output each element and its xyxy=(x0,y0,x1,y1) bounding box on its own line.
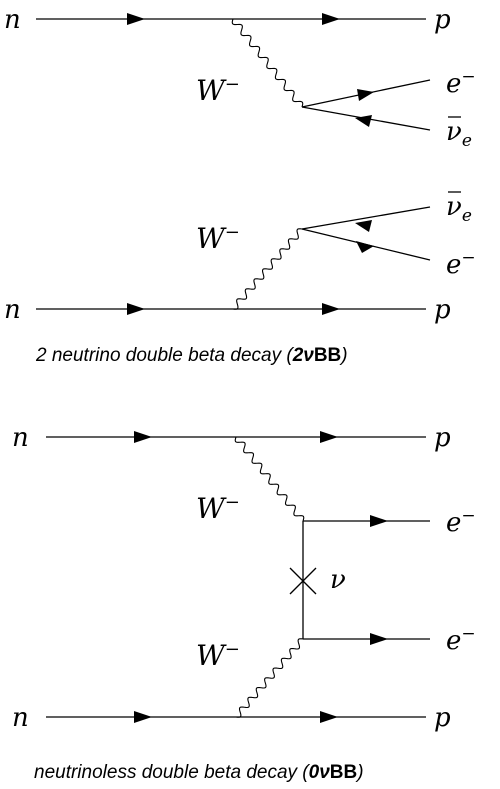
label-w-top: W− xyxy=(196,74,240,107)
label-e-bottom: e− xyxy=(446,624,476,656)
bottom-p-arrow-icon xyxy=(320,711,338,723)
bottom-n-arrow-icon xyxy=(134,711,152,723)
electron-top-arrow-icon xyxy=(357,89,374,101)
bottom-p-arrow-icon xyxy=(322,303,340,315)
label-p-bottom: p xyxy=(434,703,451,733)
label-n-top: n xyxy=(12,423,29,453)
w-boson-bottom xyxy=(232,228,303,310)
diagram-2nu: n p W− e− νe νe e− W− xyxy=(4,5,476,366)
label-p-bottom: p xyxy=(434,295,451,325)
electron-top-arrow-icon xyxy=(370,515,388,527)
top-p-arrow-icon xyxy=(322,13,340,25)
w-boson-bottom xyxy=(235,638,304,718)
top-p-arrow-icon xyxy=(320,431,338,443)
label-n-bottom: n xyxy=(12,703,29,733)
caption-0nu: neutrinoless double beta decay (0νBB) xyxy=(34,762,364,783)
label-n-top: n xyxy=(4,5,21,35)
label-p-top: p xyxy=(434,423,451,453)
label-w-bottom: W− xyxy=(196,222,240,255)
top-n-arrow-icon xyxy=(127,13,145,25)
electron-bottom-arrow-icon xyxy=(370,633,388,645)
label-p-top: p xyxy=(434,5,451,35)
label-e-top: e− xyxy=(446,67,476,99)
label-nubar-bottom: νe xyxy=(446,192,472,226)
w-boson-top xyxy=(231,18,304,108)
bottom-n-arrow-icon xyxy=(127,303,145,315)
label-e-bottom: e− xyxy=(446,248,476,280)
antineutrino-top-arrow-icon xyxy=(355,115,372,127)
w-boson-top xyxy=(234,436,305,522)
majorana-cross-b xyxy=(289,567,317,595)
antineutrino-line-bottom xyxy=(301,206,431,230)
label-w-bottom: W− xyxy=(196,639,240,672)
caption-2nu: 2 neutrino double beta decay (2νBB) xyxy=(35,345,348,366)
diagram-0nu: n p W− e− ν e− W− n p xyxy=(12,423,476,783)
electron-bottom-arrow-icon xyxy=(356,241,374,253)
label-nubar-top: νe xyxy=(446,117,472,151)
label-nu: ν xyxy=(330,565,346,595)
label-n-bottom: n xyxy=(4,295,21,325)
label-w-top: W− xyxy=(196,492,240,525)
top-n-arrow-icon xyxy=(134,431,152,443)
label-e-top: e− xyxy=(446,506,476,538)
antineutrino-bottom-arrow-icon xyxy=(355,220,372,232)
